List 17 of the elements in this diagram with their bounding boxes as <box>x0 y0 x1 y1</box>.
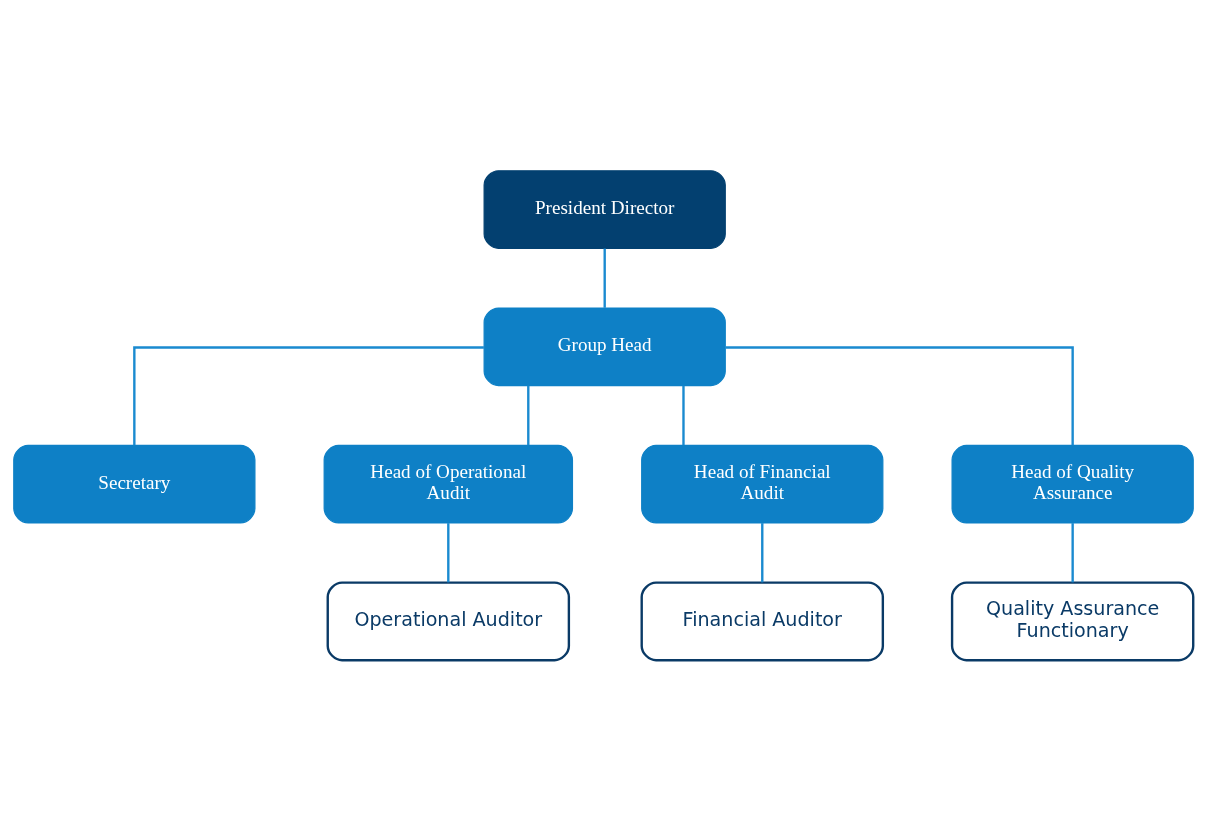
node-box: Head of Operational Audit <box>323 444 574 524</box>
node-box: Head of Financial Audit <box>641 444 884 524</box>
node-box: Financial Auditor <box>640 580 885 661</box>
node-box: Operational Auditor <box>326 580 571 661</box>
node-box: President Director <box>483 169 726 249</box>
node-box: Secretary <box>13 444 256 524</box>
connector <box>761 522 764 582</box>
node-box: Group Head <box>483 306 726 386</box>
connector <box>725 345 1074 445</box>
node-box: Quality Assurance Functionary <box>950 580 1195 661</box>
connector <box>682 385 685 445</box>
connector <box>527 385 530 445</box>
connector <box>447 522 450 582</box>
connector <box>1071 522 1074 582</box>
connector <box>603 248 606 308</box>
node-box: Head of Quality Assurance <box>951 444 1194 524</box>
connector <box>133 345 484 445</box>
